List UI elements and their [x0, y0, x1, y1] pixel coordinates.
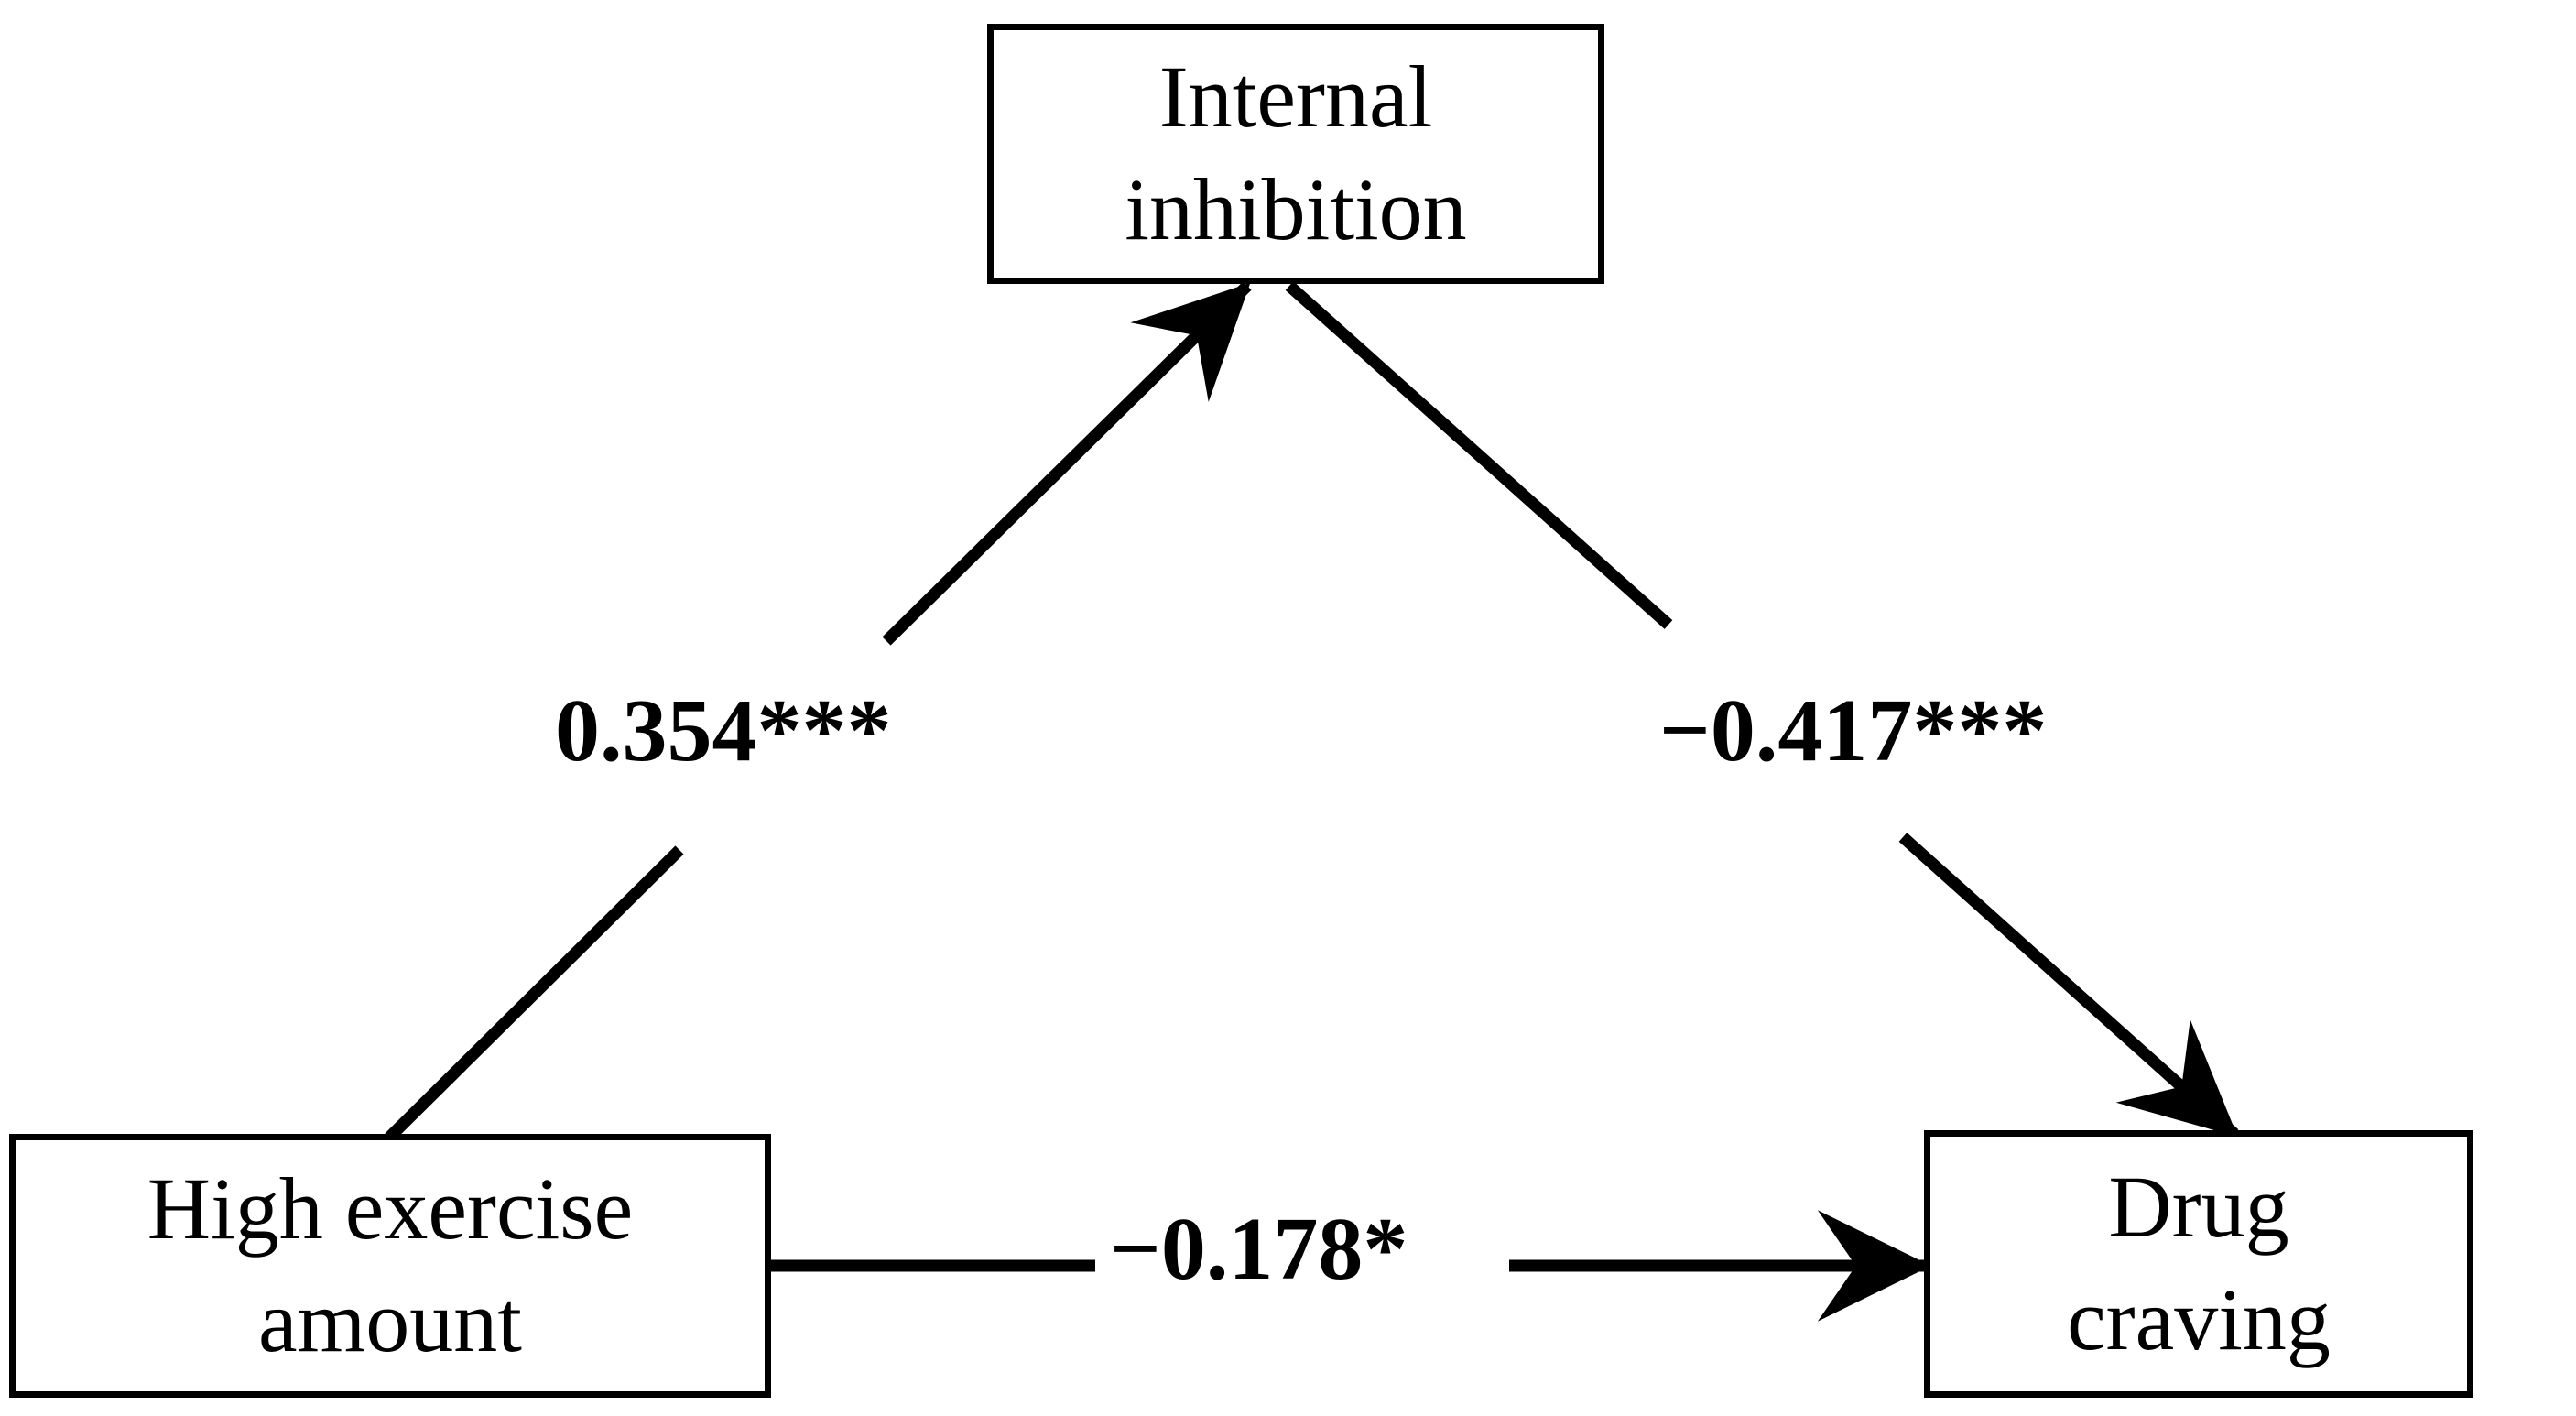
node-drug-craving-line2: craving: [2067, 1270, 2331, 1368]
node-drug-craving[interactable]: Drug craving: [1924, 1130, 2473, 1398]
a-path-upper-segment-arrow: [882, 281, 1252, 646]
node-high-exercise-amount-line1: High exercise: [147, 1160, 634, 1258]
node-internal-inhibition[interactable]: Internal inhibition: [987, 24, 1604, 284]
node-drug-craving-line1: Drug: [2108, 1158, 2289, 1257]
node-internal-inhibition-line1: Internal: [1158, 48, 1433, 147]
b-path-upper-segment: [1285, 281, 1673, 629]
path-label-c-prime: −0.178*: [1110, 1198, 1408, 1301]
path-label-a: 0.354***: [555, 680, 892, 782]
node-high-exercise-amount[interactable]: High exercise amount: [9, 1134, 771, 1398]
node-internal-inhibition-line2: inhibition: [1125, 160, 1467, 258]
a-path-lower-segment: [385, 845, 684, 1142]
b-path-lower-segment-arrow: [1898, 833, 2239, 1138]
path-label-b: −0.417***: [1659, 680, 2048, 782]
node-high-exercise-amount-line2: amount: [258, 1272, 522, 1370]
